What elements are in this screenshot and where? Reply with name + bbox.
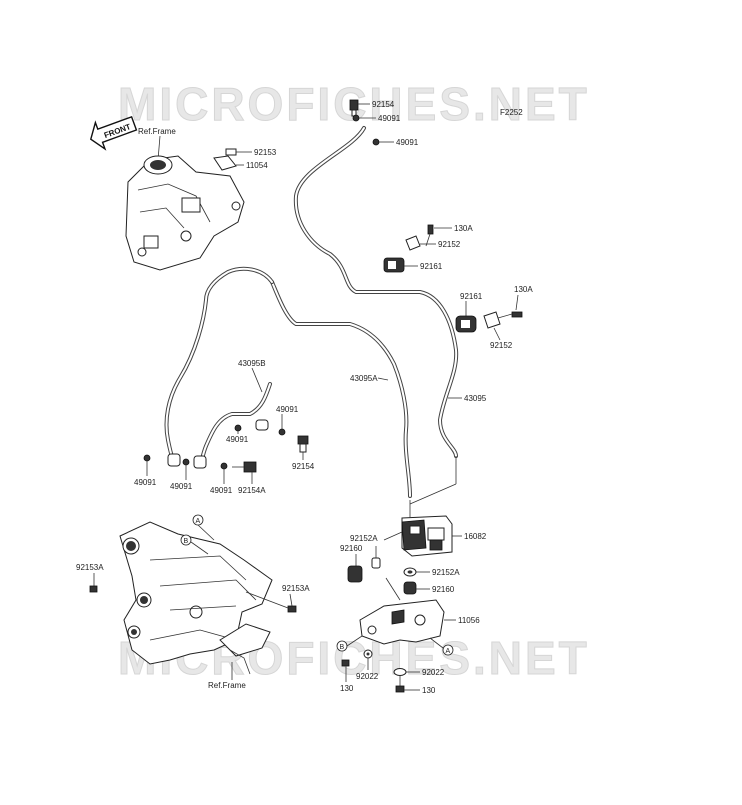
part-label-92154-top: 92154 (372, 100, 395, 109)
bolt-92153A-r (287, 605, 297, 613)
frame-bottom-assembly (119, 521, 273, 675)
bracket-11054 (213, 155, 237, 171)
grommet-92161-a (383, 257, 405, 273)
part-label-130-r: 130 (422, 686, 436, 695)
bolt-130A-a (425, 224, 434, 247)
part-label-92153A-l: 92153A (76, 563, 104, 572)
part-label-92153A-r: 92153A (282, 584, 310, 593)
part-label-130A-b: 130A (514, 285, 533, 294)
bolt-130-r (395, 676, 405, 693)
part-label-49091-d: 49091 (226, 435, 249, 444)
part-label-92154A: 92154A (238, 486, 266, 495)
banjo-bolt-92154-mid (297, 435, 309, 453)
part-label-92022-r: 92022 (422, 668, 445, 677)
part-label-92160-b: 92160 (432, 585, 455, 594)
part-label-92022-l: 92022 (356, 672, 379, 681)
ref-frame-label-bottom: Ref.Frame (208, 681, 246, 690)
washer-92022-l (363, 649, 373, 659)
grommet-92161-b (455, 315, 477, 333)
part-label-92161-a: 92161 (420, 262, 443, 271)
washer-49091-a (352, 114, 360, 122)
svg-text:B: B (184, 538, 189, 545)
part-label-43095: 43095 (464, 394, 487, 403)
washer-49091-f (182, 458, 190, 466)
svg-text:A: A (446, 648, 451, 655)
part-label-130-l: 130 (340, 684, 354, 693)
part-label-49091-e: 49091 (134, 478, 157, 487)
washer-49091-d (234, 424, 242, 432)
part-label-92152A-a: 92152A (350, 534, 378, 543)
part-label-130A-a: 130A (454, 224, 473, 233)
figure-code: F2252 (500, 108, 523, 117)
collar-92152A-b (403, 567, 417, 577)
part-label-16082: 16082 (464, 532, 487, 541)
damper-92160-a (347, 565, 363, 583)
part-label-49091-g: 49091 (210, 486, 233, 495)
callout-A-low: A (442, 644, 454, 656)
svg-text:A: A (196, 518, 201, 525)
part-label-92153: 92153 (254, 148, 277, 157)
part-label-11056: 11056 (458, 616, 480, 625)
bolt-130A-b (497, 311, 523, 319)
part-label-49091-f: 49091 (170, 482, 193, 491)
part-label-92160-a: 92160 (340, 544, 363, 553)
frame-top-assembly (125, 155, 245, 271)
ref-frame-label-top: Ref.Frame (138, 127, 176, 136)
brake-hose-43095A (270, 280, 412, 498)
part-label-92152-b: 92152 (490, 341, 513, 350)
brake-hose-left (164, 266, 274, 464)
front-arrow-icon: FRONT (89, 115, 138, 151)
banjo-bolt-92154A (232, 461, 257, 473)
part-label-11054: 11054 (246, 161, 268, 170)
banjo-fitting-left (167, 453, 207, 469)
callout-B-top: B (180, 534, 192, 546)
bolt-92153 (225, 148, 252, 156)
bolt-130-l (341, 659, 350, 667)
callout-A-top: A (192, 514, 204, 526)
part-label-92161-b: 92161 (460, 292, 483, 301)
washer-49091-c (278, 428, 286, 436)
bracket-11056 (359, 599, 445, 645)
brake-hose-top (293, 126, 459, 458)
washer-92022-r (393, 668, 407, 676)
clamp-92152-b (483, 311, 501, 329)
bolt-92153A-l (89, 585, 98, 593)
svg-text:B: B (340, 644, 345, 651)
washer-49091-b (372, 138, 380, 146)
washer-49091-g (220, 462, 228, 470)
washer-49091-e (143, 454, 151, 462)
abs-hydraulic-unit-16082 (401, 515, 453, 557)
part-label-92154-mid: 92154 (292, 462, 315, 471)
part-label-43095B: 43095B (238, 359, 266, 368)
damper-92160-b (403, 581, 417, 595)
clamp-92152-a (405, 235, 421, 251)
collar-92152A-a (371, 557, 381, 569)
part-label-49091-c: 49091 (276, 405, 299, 414)
callout-B-low: B (336, 640, 348, 652)
part-label-49091-b: 49091 (396, 138, 419, 147)
part-label-92152-a: 92152 (438, 240, 461, 249)
banjo-fitting-mid (255, 419, 269, 431)
part-label-49091-a: 49091 (378, 114, 401, 123)
part-label-92152A-b: 92152A (432, 568, 460, 577)
part-label-43095A: 43095A (350, 374, 378, 383)
